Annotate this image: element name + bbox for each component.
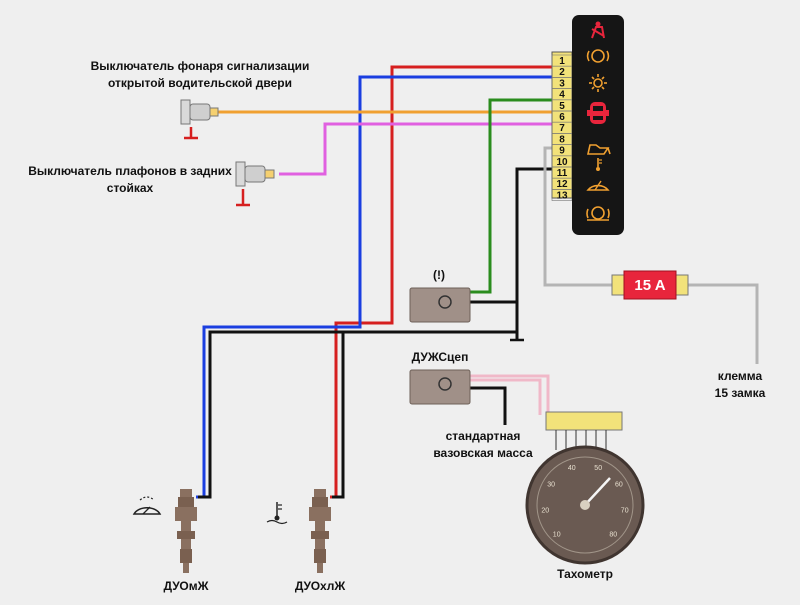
tacho-tick-label: 80 bbox=[609, 531, 617, 538]
coolant-level-sensor bbox=[309, 489, 331, 573]
seatbelt-icon bbox=[591, 21, 605, 39]
door-switch-label-1: Выключатель фонаря сигнализации bbox=[91, 59, 310, 73]
connector-pin-4: 4 bbox=[559, 90, 565, 101]
connector-pin-12: 12 bbox=[556, 179, 568, 190]
connector-pin-6: 6 bbox=[559, 112, 565, 123]
connector-pin-8: 8 bbox=[559, 134, 565, 145]
duzh-label: ДУЖСцеп bbox=[412, 350, 469, 364]
brake-sensor bbox=[409, 287, 471, 323]
brake-pad-icon bbox=[586, 206, 610, 221]
connector-pin-13: 13 bbox=[556, 190, 568, 201]
door-switch-label-2: открытой водительской двери bbox=[108, 76, 292, 90]
tacho-tick-label: 20 bbox=[541, 508, 549, 515]
ground-label-1: стандартная bbox=[446, 429, 521, 443]
terminal-label-2: 15 замка bbox=[715, 386, 766, 400]
parking-brake-icon bbox=[589, 74, 607, 92]
fuse-label: 15 A bbox=[634, 277, 665, 294]
washer-level-sensor bbox=[175, 489, 197, 573]
washer-symbol-icon bbox=[132, 496, 162, 515]
door-open-icon bbox=[587, 102, 609, 124]
duzh-sensor bbox=[409, 369, 471, 405]
pink-wire-2 bbox=[462, 378, 542, 415]
oil-pressure-icon bbox=[587, 144, 611, 155]
rear-switch-label-1: Выключатель плафонов в задних bbox=[28, 164, 232, 178]
brake-symbol-label: (!) bbox=[433, 268, 445, 282]
coolant-temp-icon bbox=[596, 158, 602, 171]
magenta-wire bbox=[279, 122, 552, 176]
black-wire-duzh bbox=[462, 386, 507, 425]
black-wire-upper bbox=[515, 167, 552, 340]
indicator-panel bbox=[572, 15, 624, 235]
fuse: 15 A bbox=[611, 270, 689, 300]
black-wire-left bbox=[198, 330, 517, 499]
rear-switch-label-2: стойках bbox=[107, 181, 154, 195]
green-wire bbox=[462, 98, 552, 294]
terminal-label-1: клемма bbox=[718, 369, 763, 383]
connector-pin-3: 3 bbox=[559, 78, 565, 89]
connector-pin-10: 10 bbox=[556, 157, 568, 168]
wires bbox=[196, 65, 759, 499]
door-switch bbox=[180, 99, 219, 125]
connector-pin-9: 9 bbox=[559, 146, 565, 157]
tacho-tick-label: 50 bbox=[594, 465, 602, 472]
tacho-needle bbox=[584, 477, 611, 506]
black-wire-right bbox=[332, 332, 345, 499]
gray-wire bbox=[543, 146, 612, 287]
ground-symbols bbox=[184, 127, 524, 342]
tachometer-label: Тахометр bbox=[557, 567, 613, 581]
connector-pin-11: 11 bbox=[557, 168, 568, 179]
washer-fluid-icon bbox=[586, 180, 610, 191]
tacho-tick-label: 60 bbox=[615, 482, 623, 489]
tacho-tick-label: 10 bbox=[553, 531, 561, 538]
tachometer: 10 20 30 40 50 60 70 80 bbox=[525, 411, 645, 565]
tacho-tick-label: 70 bbox=[621, 508, 629, 515]
ground-label-2: вазовская масса bbox=[433, 446, 533, 460]
tacho-tick-label: 30 bbox=[547, 482, 555, 489]
duom-label: ДУОмЖ bbox=[164, 579, 209, 593]
duohl-label: ДУОхлЖ bbox=[295, 579, 345, 593]
gray-wire-terminal bbox=[688, 283, 759, 364]
connector-pin-1: 1 bbox=[559, 56, 565, 67]
connector-pin-7: 7 bbox=[559, 123, 565, 134]
rear-pillar-switch bbox=[235, 161, 275, 187]
tacho-tick-label: 40 bbox=[568, 465, 576, 472]
brake-fluid-icon bbox=[586, 49, 610, 63]
coolant-symbol-icon bbox=[266, 502, 288, 525]
labels: Выключатель фонаря сигнализации открытой… bbox=[28, 59, 765, 593]
connector-pin-2: 2 bbox=[559, 67, 565, 78]
pink-wire bbox=[462, 374, 550, 415]
connector-pin-5: 5 bbox=[559, 101, 565, 112]
tacho-tick-labels: 10 20 30 40 50 60 70 80 bbox=[541, 465, 628, 538]
